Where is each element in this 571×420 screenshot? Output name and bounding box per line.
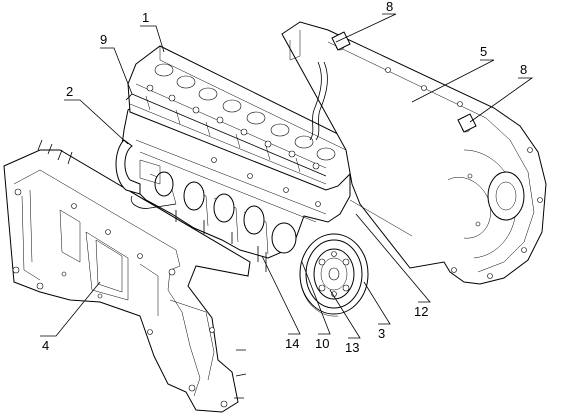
leader-lines [40, 13, 534, 339]
callout-3: 3 [378, 326, 385, 341]
engine-block [119, 95, 351, 272]
callout-1: 1 [142, 10, 149, 25]
dipstick-tube [309, 61, 413, 237]
callout-13: 13 [345, 340, 359, 355]
callout-labels: 1 8 9 2 5 8 12 14 10 13 3 4 [42, 0, 527, 355]
callout-8-right: 8 [520, 62, 527, 77]
flywheel-housing [281, 21, 547, 285]
callout-12: 12 [414, 304, 428, 319]
callout-2: 2 [66, 84, 73, 99]
cylinder-head [127, 45, 351, 191]
crankshaft-pulley [299, 233, 369, 317]
oil-line-assembly [115, 139, 177, 209]
callout-14: 14 [285, 336, 299, 351]
callout-4: 4 [42, 338, 49, 353]
callout-9: 9 [100, 32, 107, 47]
callout-10: 10 [315, 336, 329, 351]
front-cover-plate [3, 139, 251, 413]
callout-5: 5 [480, 44, 487, 59]
callout-8-top: 8 [386, 0, 393, 14]
